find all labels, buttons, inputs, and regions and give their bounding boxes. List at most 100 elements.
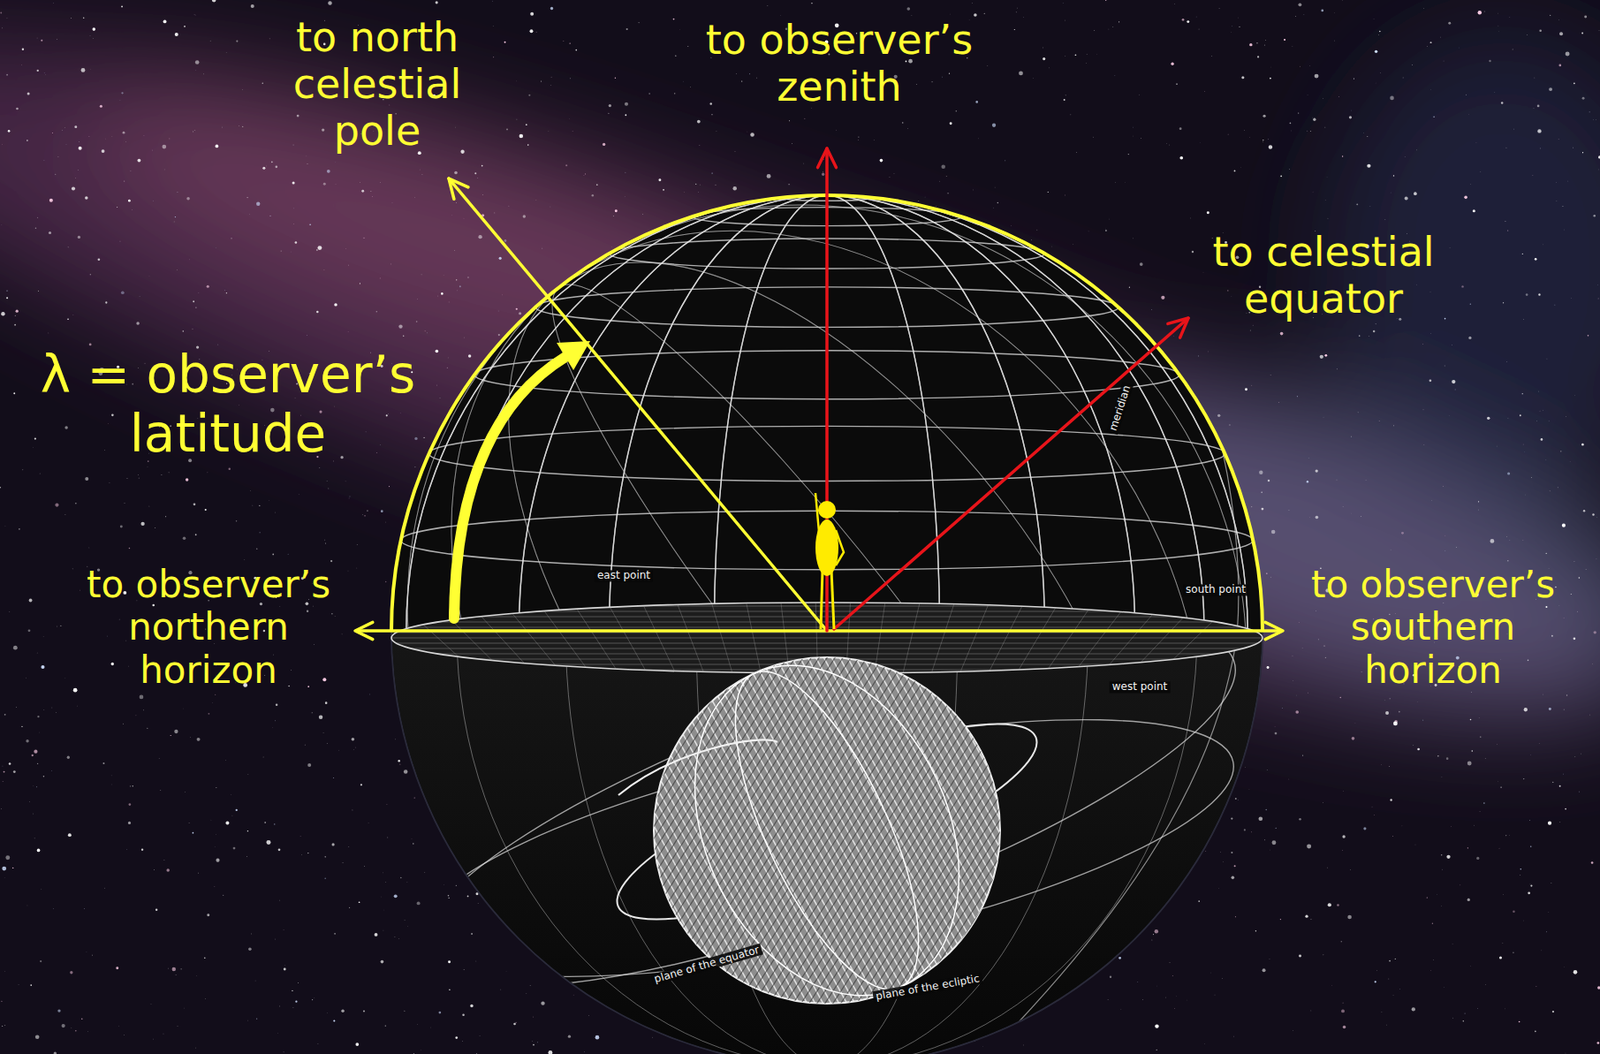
- star: [1064, 94, 1067, 97]
- star: [596, 183, 599, 186]
- star: [1478, 10, 1482, 15]
- star: [1476, 856, 1479, 860]
- star: [711, 113, 713, 115]
- star: [1283, 38, 1286, 41]
- star: [1545, 606, 1547, 608]
- star: [1323, 644, 1325, 646]
- star: [13, 392, 16, 395]
- star: [1452, 1016, 1455, 1019]
- star: [214, 694, 216, 696]
- star: [213, 846, 216, 849]
- star: [106, 635, 109, 637]
- star: [123, 180, 125, 182]
- star: [1512, 128, 1515, 130]
- star: [550, 7, 554, 10]
- star: [78, 146, 83, 151]
- star: [35, 227, 38, 229]
- star: [1341, 940, 1343, 942]
- star: [197, 872, 200, 874]
- star: [1562, 228, 1565, 231]
- star: [1542, 243, 1545, 246]
- star: [351, 809, 354, 812]
- star: [491, 0, 493, 2]
- star: [374, 932, 379, 937]
- star: [530, 12, 534, 16]
- star: [126, 849, 129, 851]
- star: [148, 275, 151, 278]
- star: [70, 17, 73, 20]
- star: [588, 1015, 591, 1017]
- star: [186, 197, 190, 201]
- star: [334, 161, 337, 164]
- star: [215, 144, 220, 149]
- star: [1324, 198, 1327, 201]
- star: [1468, 113, 1471, 116]
- star: [1448, 22, 1451, 25]
- star: [1342, 155, 1343, 157]
- star: [955, 110, 957, 112]
- star: [410, 838, 413, 841]
- star: [174, 974, 177, 977]
- star: [907, 128, 910, 130]
- star: [348, 907, 350, 909]
- star: [4, 525, 7, 528]
- star: [407, 925, 410, 927]
- star: [1322, 954, 1325, 956]
- star: [333, 932, 336, 935]
- star: [290, 669, 293, 672]
- star: [307, 852, 309, 854]
- star: [1175, 995, 1178, 998]
- star: [128, 665, 130, 668]
- star: [1249, 329, 1252, 332]
- star: [287, 553, 289, 555]
- star: [973, 13, 978, 17]
- star: [160, 474, 163, 477]
- star: [197, 291, 200, 294]
- star: [476, 1053, 478, 1054]
- star: [1171, 975, 1174, 978]
- star: [1522, 393, 1524, 395]
- star: [361, 514, 364, 516]
- star: [1258, 816, 1263, 821]
- star: [246, 855, 249, 857]
- star: [53, 908, 55, 910]
- star: [978, 137, 980, 140]
- star: [417, 901, 421, 905]
- star: [455, 885, 457, 887]
- star: [366, 509, 368, 511]
- star: [292, 1007, 295, 1009]
- star: [1497, 12, 1500, 15]
- star: [1342, 506, 1344, 509]
- star: [1324, 354, 1328, 357]
- star: [348, 264, 350, 266]
- star: [1496, 743, 1499, 746]
- star: [1266, 769, 1268, 772]
- star: [64, 425, 68, 429]
- star: [525, 993, 528, 995]
- star: [51, 706, 54, 709]
- star: [351, 737, 356, 742]
- star: [1061, 2, 1064, 5]
- star: [1269, 374, 1272, 377]
- star: [1564, 1052, 1567, 1054]
- star: [1031, 239, 1033, 242]
- star: [1458, 46, 1461, 49]
- star: [1432, 922, 1434, 924]
- star: [1303, 13, 1305, 16]
- star: [323, 269, 326, 272]
- star: [146, 466, 149, 469]
- star: [530, 29, 534, 33]
- star: [1272, 840, 1277, 845]
- star: [1497, 24, 1500, 27]
- star: [25, 676, 28, 679]
- star: [265, 840, 271, 845]
- star: [1448, 415, 1451, 418]
- star: [1422, 343, 1425, 346]
- star: [196, 975, 198, 978]
- star: [607, 112, 610, 114]
- star: [359, 181, 362, 184]
- star: [1483, 10, 1486, 13]
- star: [584, 173, 586, 175]
- star: [1349, 109, 1352, 112]
- star: [224, 289, 227, 292]
